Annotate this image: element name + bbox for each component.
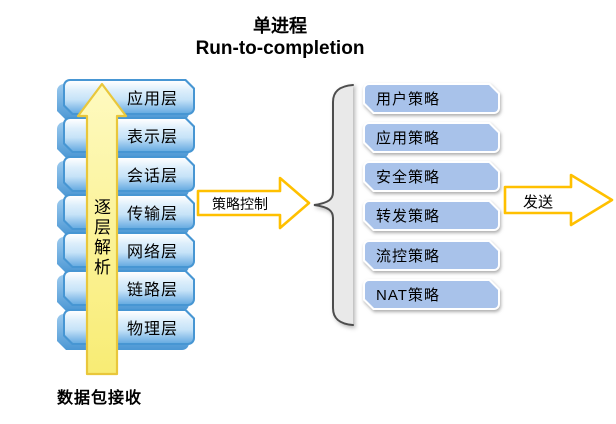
left-brace [313, 84, 354, 326]
policy-label: 安全策略 [365, 163, 498, 190]
policy-box-forward: 转发策略 [363, 200, 500, 231]
policy-label: 流控策略 [365, 242, 498, 269]
send-label: 发送 [522, 194, 553, 211]
policy-box-security: 安全策略 [363, 161, 500, 192]
title-line1: 单进程 [253, 16, 307, 36]
receive-up-arrow [76, 82, 128, 376]
packet-receive-caption: 数据包接收 [57, 390, 143, 407]
policy-box-app: 应用策略 [363, 122, 500, 153]
policy-box-flowctl: 流控策略 [363, 240, 500, 271]
receive-arrow-label: 逐层解析 [91, 198, 110, 278]
policy-label: 转发策略 [365, 202, 498, 229]
send-arrow [503, 173, 614, 227]
policy-label: NAT策略 [365, 281, 498, 308]
policy-box-nat: NAT策略 [363, 279, 500, 310]
osi-layer-session: 会话层 [63, 156, 195, 192]
title-line2: Run-to-completion [195, 38, 365, 59]
policy-control-arrow [196, 176, 311, 230]
diagram-title: 单进程 Run-to-completion [145, 14, 415, 60]
osi-layer-application: 应用层 [63, 79, 195, 115]
policy-label: 用户策略 [365, 85, 498, 112]
policy-control-label: 策略控制 [212, 196, 268, 212]
policy-label: 应用策略 [365, 124, 498, 151]
policy-box-user: 用户策略 [363, 83, 500, 114]
